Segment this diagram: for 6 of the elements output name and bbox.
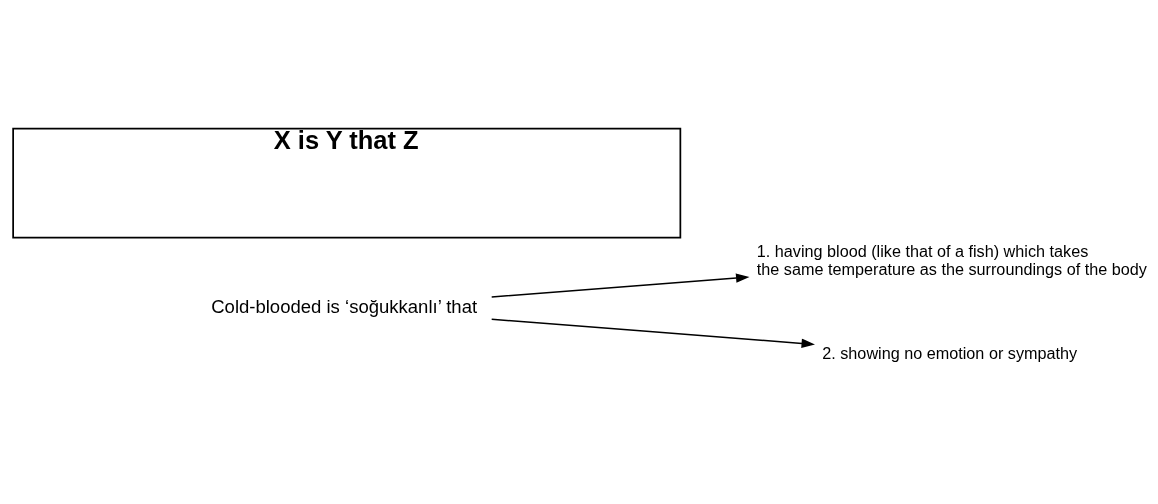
node-text: Cold-blooded is ‘soğukkanlı’ that [211, 295, 478, 317]
node-text: 2. showing no emotion or sympathy [822, 343, 1078, 362]
node-box: X is Y that Z [12, 127, 682, 239]
node-text: 1. having blood (like that of a fish) which takes the same temperature as the surroundings of the body [756, 242, 1147, 278]
arrow [490, 273, 750, 298]
arrow [490, 318, 815, 349]
